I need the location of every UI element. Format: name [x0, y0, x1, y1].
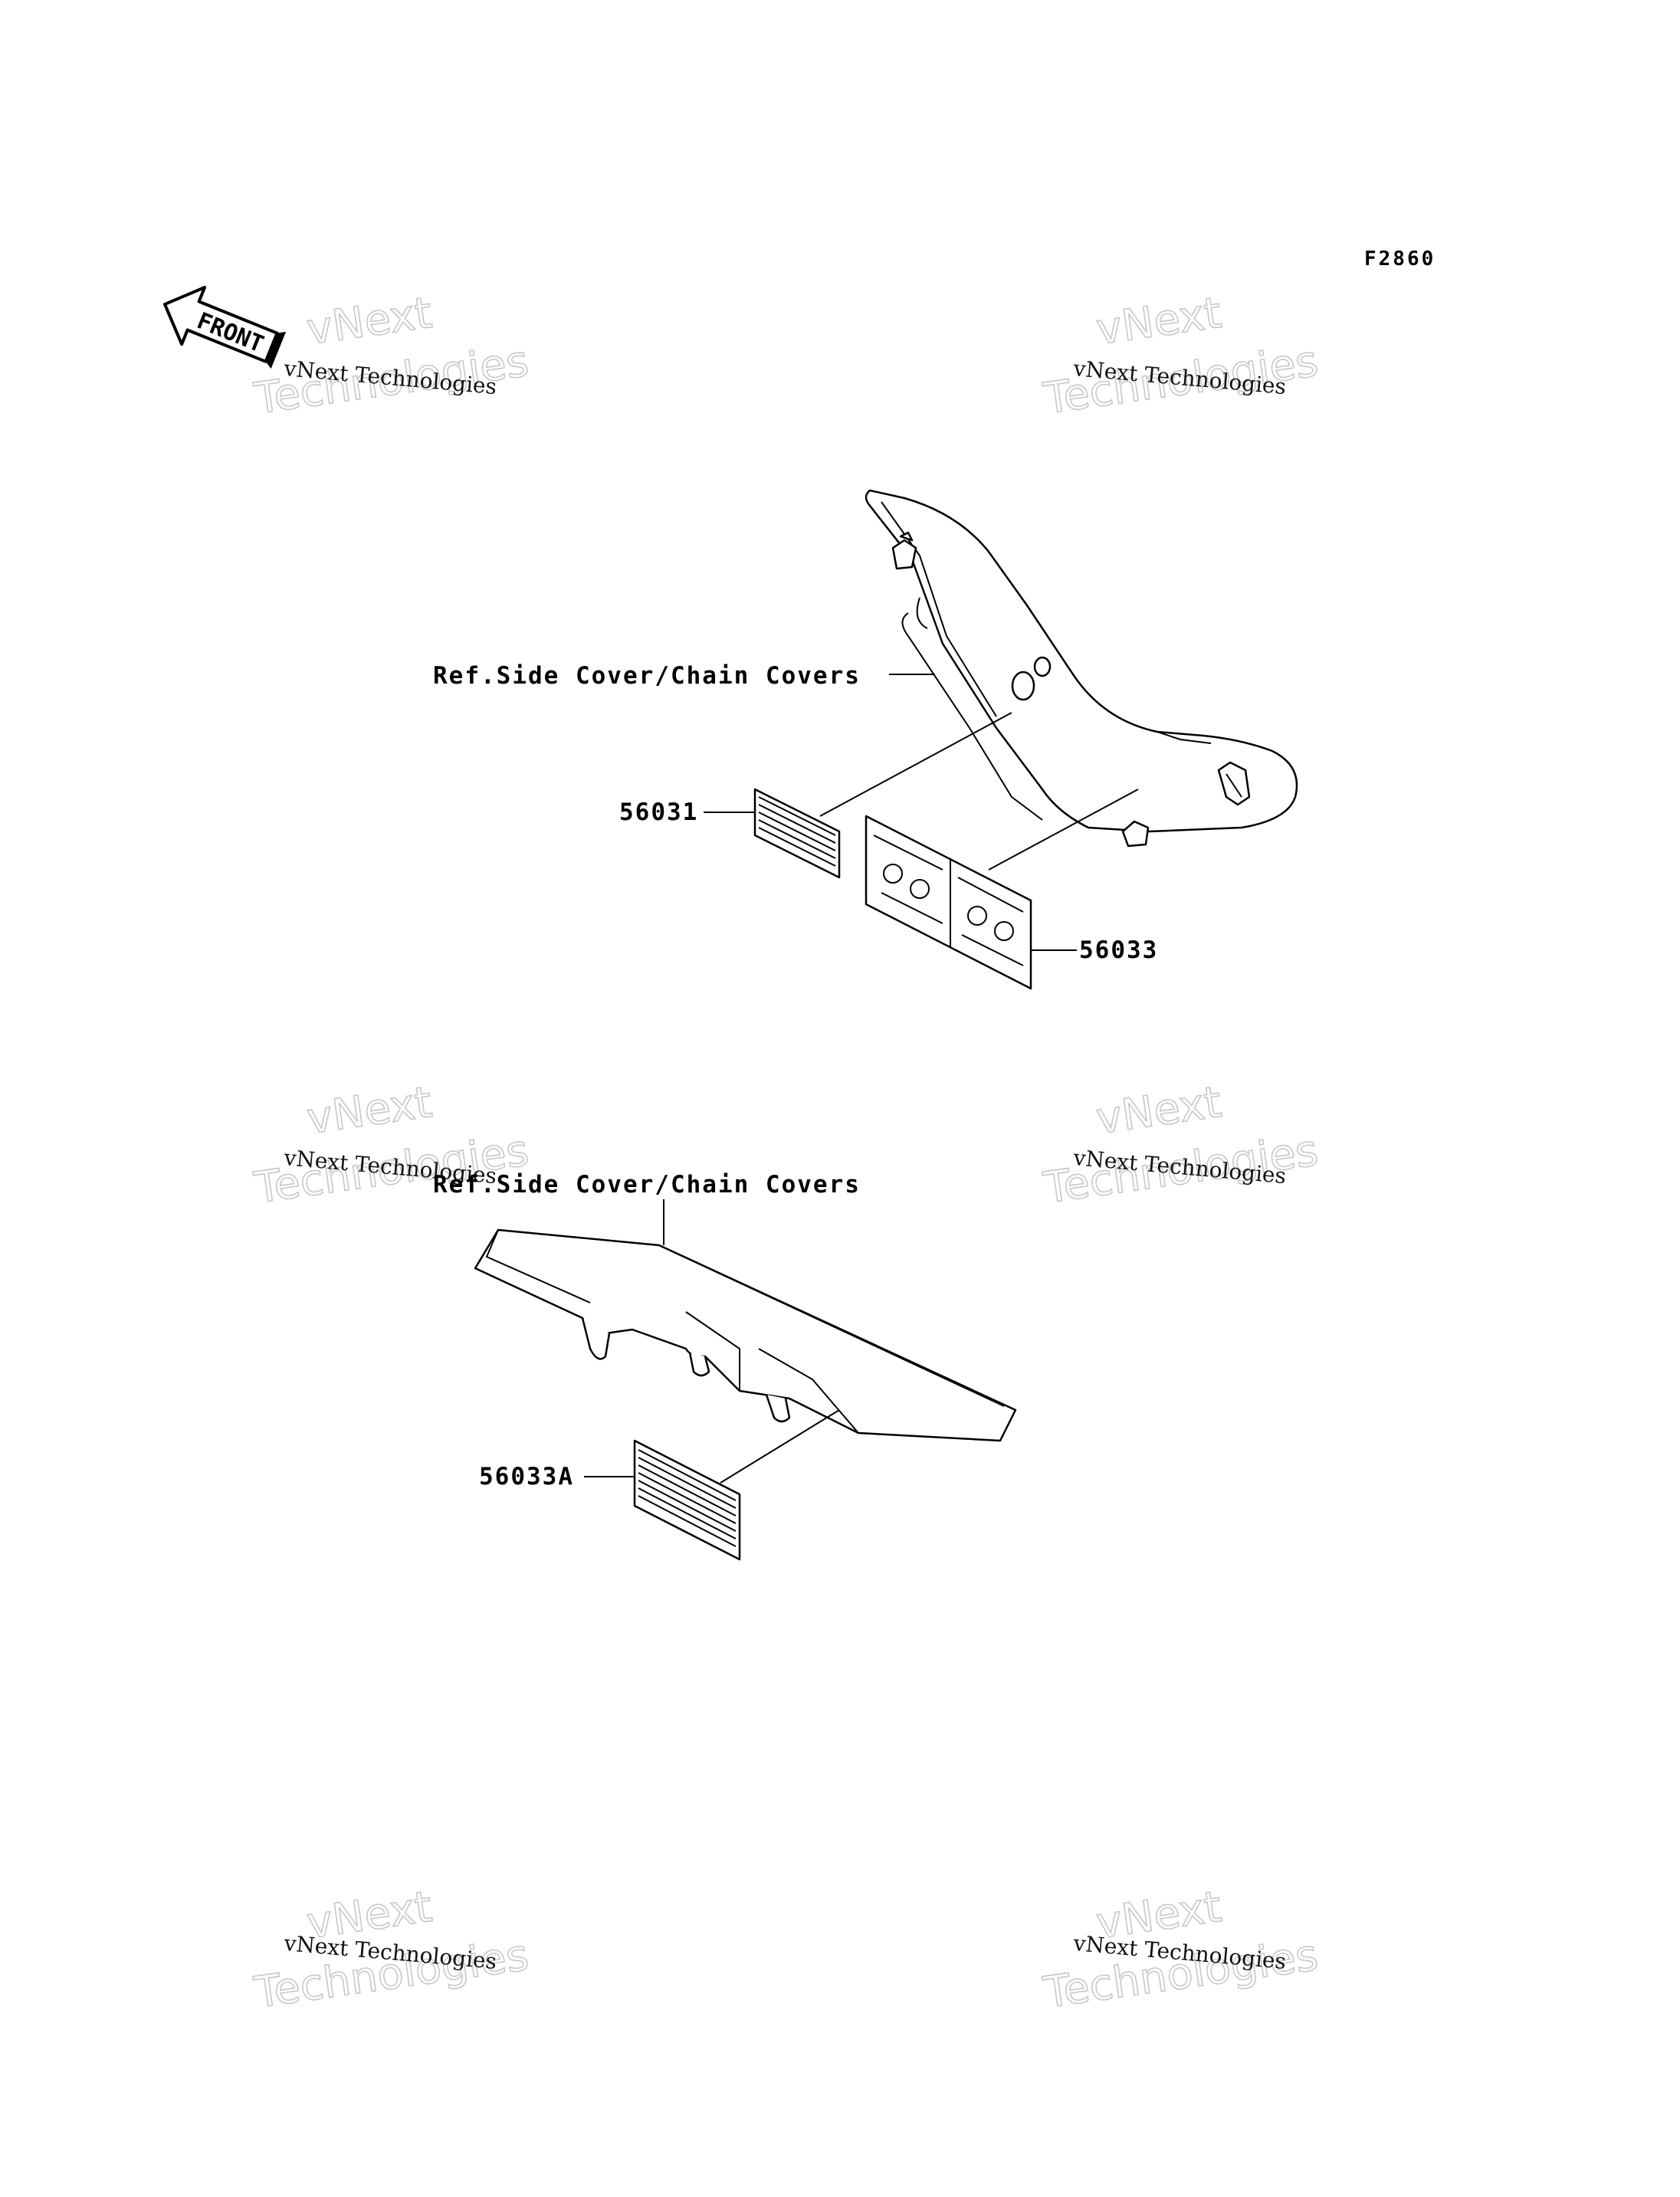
part-number-56031: 56031 [619, 798, 698, 826]
watermark-big-line1: vNext [1094, 1077, 1225, 1144]
watermark-middle-right: vNext Technologies [1040, 1077, 1322, 1214]
watermark-big-line1: vNext [304, 288, 435, 355]
ref-side-cover-label-top: Ref.Side Cover/Chain Covers [433, 662, 861, 690]
part-number-56033: 56033 [1079, 936, 1158, 964]
ref-side-cover-label-bottom: Ref.Side Cover/Chain Covers [433, 1171, 861, 1199]
part-number-56033a: 56033A [479, 1463, 574, 1490]
front-arrow-icon: FRONT [163, 285, 287, 369]
figure-code: F2860 [1364, 248, 1436, 271]
watermark-big-line1: vNext [304, 1077, 435, 1144]
watermark-big-line1: vNext [1094, 288, 1225, 355]
side-cover-drawing [865, 489, 1298, 848]
watermark-top-left: vNext Technologies [251, 287, 533, 425]
watermark-top-right: vNext Technologies [1040, 287, 1322, 425]
chain-cover-drawing [474, 1228, 1017, 1442]
decal-56033a [633, 1439, 741, 1561]
decal-56031 [753, 788, 841, 879]
decal-56033 [865, 815, 1032, 990]
